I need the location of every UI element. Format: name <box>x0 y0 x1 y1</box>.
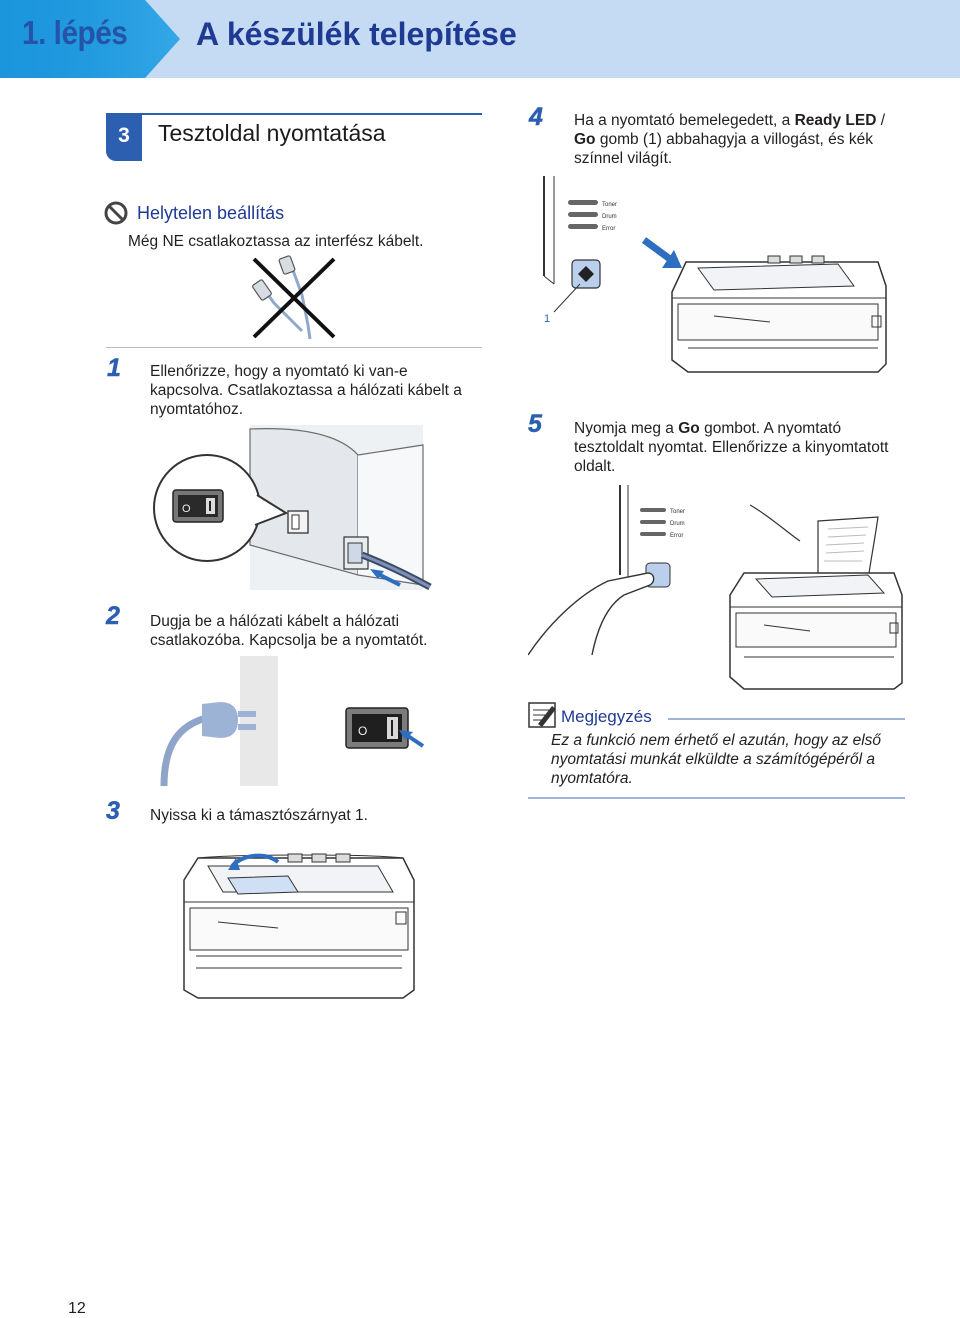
step-2-line: Dugja be a hálózati kábelt a hálózati <box>150 613 400 630</box>
note-text: Ez a funkció nem érhető el azután, hogy … <box>551 731 881 788</box>
note-top-rule <box>668 718 905 720</box>
error-led-label: Error <box>670 533 683 539</box>
section-title: Tesztoldal nyomtatása <box>158 120 386 146</box>
step-4-line: színnel világít. <box>574 150 673 167</box>
step-1-line: nyomtatóhoz. <box>150 401 244 418</box>
note-bottom-rule <box>528 797 905 799</box>
note-pencil-icon <box>528 702 558 733</box>
note-line: Ez a funkció nem érhető el azután, hogy … <box>551 732 882 749</box>
drum-led-label: Drum <box>670 521 685 527</box>
step-2-number: 2 <box>106 602 120 631</box>
step-4-text-span: gomb (1) abbahagyja a villogást, és kék <box>595 131 873 148</box>
step-5-number: 5 <box>528 410 542 439</box>
print-test-page-illustration: Toner Drum Error <box>527 485 908 695</box>
step-1-number: 1 <box>107 354 121 383</box>
step-3-number: 3 <box>106 797 120 826</box>
step-4-number: 4 <box>529 103 543 132</box>
power-cable-illustration: O <box>148 425 438 595</box>
toner-led-label: Toner <box>602 202 617 208</box>
step-label: 1. lépés <box>22 14 128 51</box>
section-number-badge: 3 <box>106 113 142 161</box>
page-number: 12 <box>68 1300 86 1317</box>
section-rule <box>142 113 482 115</box>
warning-text: Még NE csatlakoztassa az interfész kábel… <box>128 233 424 250</box>
step-5-line: tesztoldalt nyomtat. Ellenőrizze a kinyo… <box>574 439 889 456</box>
divider <box>106 347 482 348</box>
note-title: Megjegyzés <box>561 707 652 726</box>
wall-plug-illustration <box>158 656 288 791</box>
crossed-cable-illustration <box>250 255 340 346</box>
go-label: Go <box>678 420 700 437</box>
svg-text:O: O <box>358 724 367 738</box>
step-3-text: Nyissa ki a támasztószárnyat 1. <box>150 807 368 824</box>
step-5-text: Nyomja meg a Go gombot. A nyomtató teszt… <box>574 419 888 476</box>
step-1-line: Ellenőrizze, hogy a nyomtató ki van-e <box>150 363 408 380</box>
step-4-text-span: / <box>876 112 886 129</box>
step-2-text: Dugja be a hálózati kábelt a hálózati cs… <box>150 612 427 650</box>
error-led-label: Error <box>602 226 615 232</box>
note-line: nyomtatási munkát elküldte a számítógépé… <box>551 751 875 768</box>
power-switch-illustration: O <box>343 706 428 757</box>
drum-led-label: Drum <box>602 214 617 220</box>
step-tab <box>0 0 180 78</box>
step-1-text: Ellenőrizze, hogy a nyomtató ki van-e ka… <box>150 362 462 419</box>
go-label: Go <box>574 131 596 148</box>
printer-support-flap-illustration <box>178 852 418 1007</box>
printer-go-button-illustration: Toner Drum Error 1 <box>538 176 890 383</box>
step-2-line: csatlakozóba. Kapcsolja be a nyomtatót. <box>150 632 428 649</box>
ready-led-label: Ready LED <box>794 112 877 129</box>
svg-text:O: O <box>182 503 191 515</box>
note-line: nyomtatóra. <box>551 770 633 787</box>
callout-label: 1 <box>544 313 550 325</box>
step-5-text-span: Nyomja meg a <box>574 420 679 437</box>
step-5-line: oldalt. <box>574 458 616 475</box>
toner-led-label: Toner <box>670 509 685 515</box>
no-entry-icon <box>104 201 128 230</box>
warning-title: Helytelen beállítás <box>137 203 285 223</box>
step-4-text-span: Ha a nyomtató bemelegedett, a <box>574 112 795 129</box>
step-1-line: kapcsolva. Csatlakoztassa a hálózati káb… <box>150 382 462 399</box>
step-4-text: Ha a nyomtató bemelegedett, a Ready LED … <box>574 111 885 168</box>
page-title: A készülék telepítése <box>196 16 517 52</box>
step-5-text-span: gombot. A nyomtató <box>699 420 842 437</box>
